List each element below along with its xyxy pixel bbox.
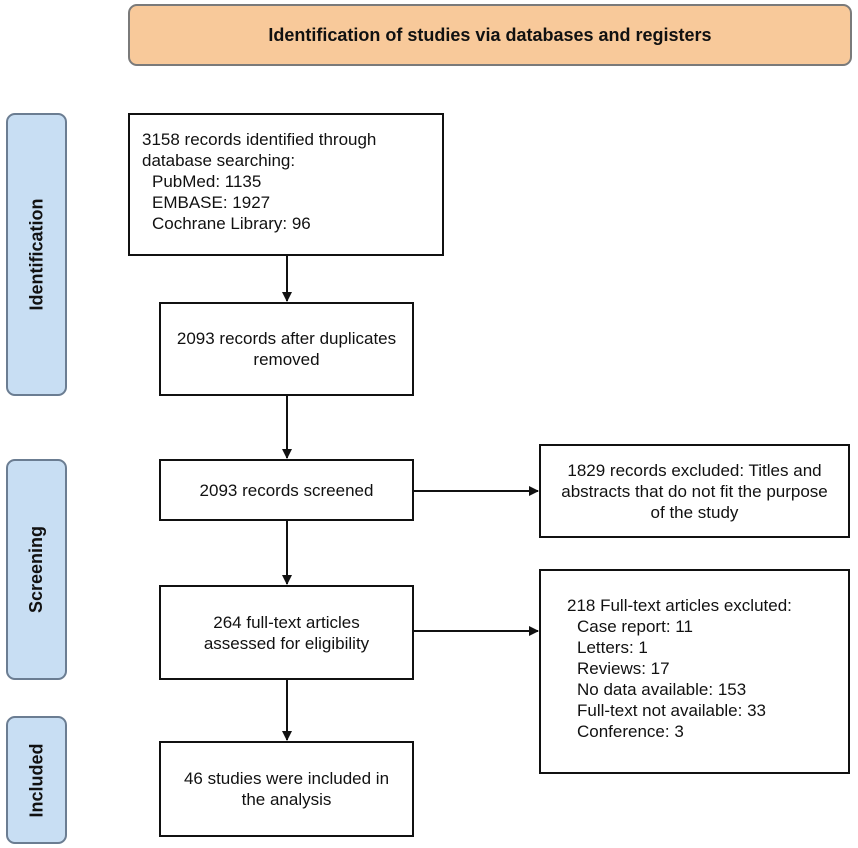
fulltext-excluded-reviews: Reviews: 17 <box>577 659 670 678</box>
phase-identification: Identification <box>6 113 67 396</box>
fulltext-excluded-case-report: Case report: 11 <box>577 617 693 636</box>
screened-box: 2093 records screened <box>159 459 414 521</box>
phase-included: Included <box>6 716 67 844</box>
excluded-screening-text: 1829 records excluded: Titles and abstra… <box>561 460 828 522</box>
records-identified-title-line1: 3158 records identified through database… <box>142 130 377 170</box>
fulltext-excluded-title: 218 Full-text articles excluted: <box>567 596 792 615</box>
flow-header: Identification of studies via databases … <box>128 4 852 66</box>
screened-text: 2093 records screened <box>199 480 374 500</box>
flow-header-title: Identification of studies via databases … <box>268 24 712 45</box>
phase-screening: Screening <box>6 459 67 680</box>
fulltext-excluded-conference: Conference: 3 <box>577 722 684 741</box>
fulltext-excluded-box: 218 Full-text articles excluted: Case re… <box>539 569 850 774</box>
after-duplicates-box: 2093 records after duplicates removed <box>159 302 414 396</box>
records-identified-cochrane: Cochrane Library: 96 <box>152 214 311 233</box>
fulltext-assessed-box: 264 full-text articles assessed for elig… <box>159 585 414 680</box>
fulltext-excluded-no-data: No data available: 153 <box>577 680 747 699</box>
excluded-screening-box: 1829 records excluded: Titles and abstra… <box>539 444 850 538</box>
fulltext-excluded-letters: Letters: 1 <box>577 638 648 657</box>
records-identified-embase: EMBASE: 1927 <box>152 193 271 212</box>
after-duplicates-text: 2093 records after duplicates removed <box>176 329 397 369</box>
included-text: 46 studies were included in the analysis <box>183 769 390 809</box>
records-identified-box: 3158 records identified through database… <box>128 113 444 256</box>
fulltext-excluded-not-available: Full-text not available: 33 <box>577 701 766 720</box>
records-identified-pubmed: PubMed: 1135 <box>152 172 262 191</box>
included-box: 46 studies were included in the analysis <box>159 741 414 837</box>
fulltext-assessed-text: 264 full-text articles assessed for elig… <box>203 612 370 653</box>
